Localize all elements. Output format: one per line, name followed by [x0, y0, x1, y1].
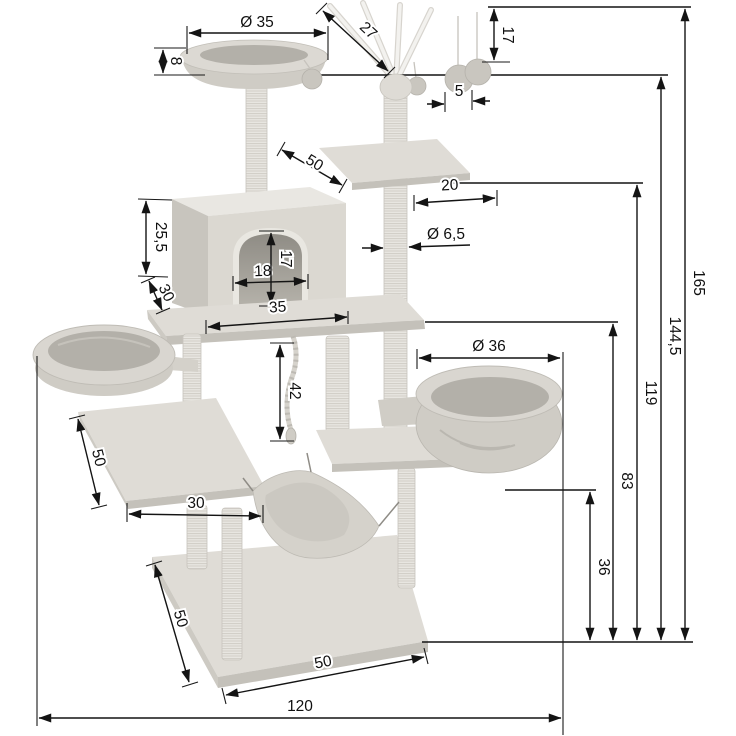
top-basket	[179, 39, 329, 90]
dim-total-width-label: 120	[287, 698, 313, 715]
dim-hanging-basket-diameter: Ø 36	[416, 336, 561, 369]
play-rope	[284, 335, 299, 445]
dim-post-diameter: Ø 6,5	[362, 224, 471, 253]
base-post-right	[397, 467, 416, 589]
dim-door-width-label: 18	[254, 263, 272, 281]
dim-height-post-top: 144,5	[656, 76, 685, 641]
dim-toy-drop-height-label: 17	[499, 26, 516, 43]
dim-height-mid-platform: 83	[608, 323, 637, 641]
toy-ball-right	[464, 58, 492, 86]
dim-rope-length-label: 42	[286, 382, 303, 399]
dim-total-width: 120	[36, 352, 564, 735]
dim-house-width-label: 35	[268, 298, 286, 316]
dim-left-platform-width: 30	[126, 493, 264, 523]
dim-hanging-basket-diameter-label: Ø 36	[472, 338, 506, 355]
dim-top-basket-diameter-label: Ø 35	[240, 14, 274, 31]
hammock	[242, 452, 400, 559]
dim-left-platform-width-label: 30	[187, 495, 205, 512]
post-plush-top	[379, 73, 413, 101]
dim-height-upper-platform-label: 119	[642, 381, 659, 406]
dim-height-upper-platform: 119	[632, 184, 661, 641]
cat-house	[172, 187, 346, 316]
dim-toy-ball-diameter: 5	[427, 81, 490, 112]
dim-rope-length: 42	[270, 342, 305, 442]
dim-door-height-label: 17	[277, 250, 294, 267]
dim-top-basket-height-label: 8	[167, 57, 184, 66]
dim-top-basket-diameter: Ø 35	[186, 12, 329, 60]
centre-post	[379, 73, 413, 433]
base-post-front-left	[221, 507, 243, 661]
dim-height-post-top-label: 144,5	[666, 317, 683, 356]
base-post-back-left	[186, 504, 208, 570]
dim-house-width: 35	[205, 296, 349, 334]
left-basket	[32, 324, 198, 396]
dim-total-height-label: 165	[690, 270, 707, 296]
dim-upper-platform-overhang: 20	[413, 175, 498, 211]
dim-base-front-width-label: 50	[313, 653, 334, 673]
top-basket-post	[245, 79, 268, 201]
rope-knot	[285, 427, 297, 445]
inner-post	[325, 335, 350, 433]
reference-lines	[422, 6, 693, 643]
dim-door-height: 17	[259, 230, 296, 307]
dim-height-low-platform: 36	[585, 491, 614, 641]
dim-toy-ball-diameter-label: 5	[455, 83, 464, 100]
dim-house-height: 25,5	[137, 198, 173, 278]
dim-height-low-platform-label: 36	[595, 558, 612, 575]
dim-total-height: 165	[680, 8, 709, 641]
dim-toy-drop-height: 17	[482, 8, 518, 63]
dim-height-mid-platform-label: 83	[618, 472, 635, 489]
dim-house-height-label: 25,5	[152, 222, 169, 252]
upper-platform	[319, 139, 470, 190]
dim-upper-platform-overhang-label: 20	[441, 177, 459, 195]
dim-post-diameter-label: Ø 6,5	[427, 226, 465, 243]
right-basket	[378, 365, 563, 474]
dim-upper-platform-depth-label: 50	[303, 151, 327, 175]
basket-toy-ball	[301, 68, 323, 90]
dim-top-basket-height: 8	[154, 47, 205, 76]
toy-balls	[407, 58, 492, 96]
